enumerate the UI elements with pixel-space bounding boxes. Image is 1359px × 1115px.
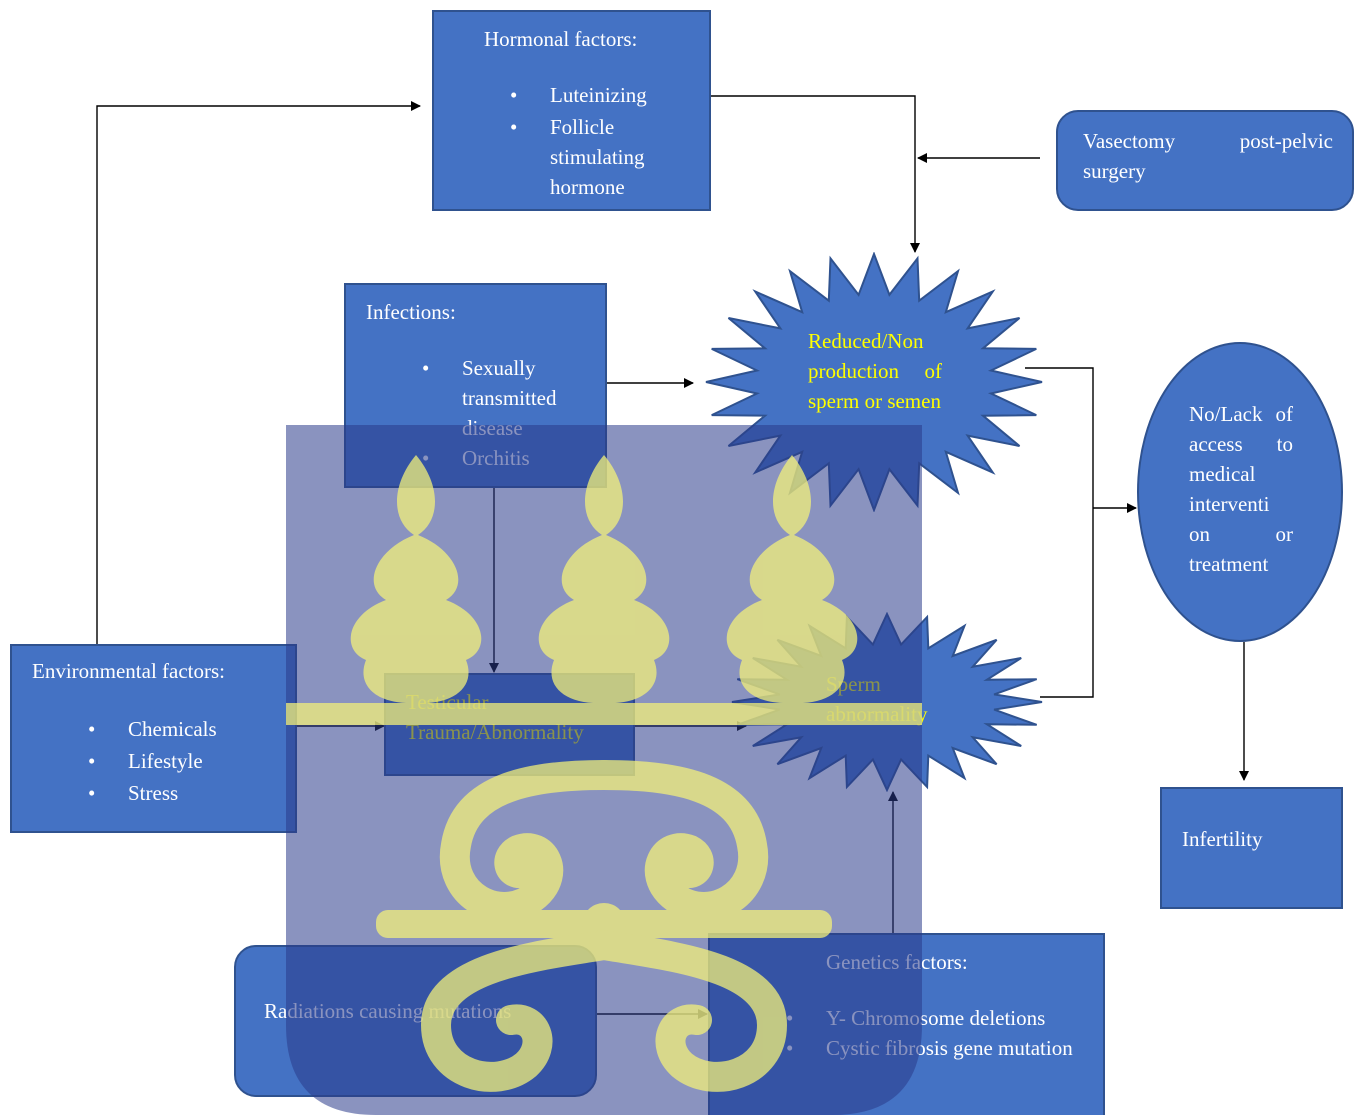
hormonal-factors-box: Hormonal factors: Luteinizing Follicle s… xyxy=(432,10,711,211)
infections-item-std: Sexually transmitted disease xyxy=(422,353,592,443)
radiations-text: Radiations causing mutations xyxy=(264,999,512,1023)
infections-title: Infections: xyxy=(366,300,456,324)
radiations-box: Radiations causing mutations xyxy=(234,945,597,1097)
infections-box: Infections: Sexually transmitted disease… xyxy=(344,283,607,488)
connector-hormonal-to-reduced xyxy=(710,95,920,253)
hormonal-factors-title: Hormonal factors: xyxy=(484,27,638,51)
connector-bracket xyxy=(1025,367,1094,698)
no-access-ellipse: No/Lack of access to medical interventi … xyxy=(1137,342,1343,642)
genetics-item-cystic-fibrosis: Cystic fibrosis gene mutation xyxy=(786,1033,1084,1063)
genetics-factors-title: Genetics factors: xyxy=(826,950,968,974)
environmental-factors-box: Environmental factors: Chemicals Lifesty… xyxy=(10,644,297,833)
vasectomy-box: Vasectomy post-pelvic surgery xyxy=(1056,110,1354,211)
environmental-factors-title: Environmental factors: xyxy=(32,659,226,683)
infertility-text: Infertility xyxy=(1182,827,1263,851)
environmental-item-chemicals: Chemicals xyxy=(88,714,278,744)
infertility-box: Infertility xyxy=(1160,787,1343,909)
testicular-text: Testicular Trauma/Abnormality xyxy=(406,690,584,744)
environmental-item-stress: Stress xyxy=(88,778,278,808)
infections-item-orchitis: Orchitis xyxy=(422,443,592,473)
genetics-factors-box: Genetics factors: Y- Chromosome deletion… xyxy=(708,933,1105,1115)
vasectomy-text: Vasectomy post-pelvic surgery xyxy=(1083,129,1333,183)
reduced-production-text: Reduced/Non production of sperm or semen xyxy=(808,329,942,413)
sperm-abnormality-text: Sperm abnormality xyxy=(826,672,928,726)
connector-environment-to-hormonal xyxy=(96,101,421,644)
hormonal-item-fsh: Follicle stimulating hormone xyxy=(510,112,700,202)
environmental-item-lifestyle: Lifestyle xyxy=(88,746,278,776)
genetics-item-y-chromosome: Y- Chromosome deletions xyxy=(786,1003,1084,1033)
testicular-box: Testicular Trauma/Abnormality xyxy=(384,673,635,776)
no-access-text: No/Lack of access to medical interventi … xyxy=(1189,402,1293,576)
hormonal-item-luteinizing: Luteinizing xyxy=(510,80,700,110)
